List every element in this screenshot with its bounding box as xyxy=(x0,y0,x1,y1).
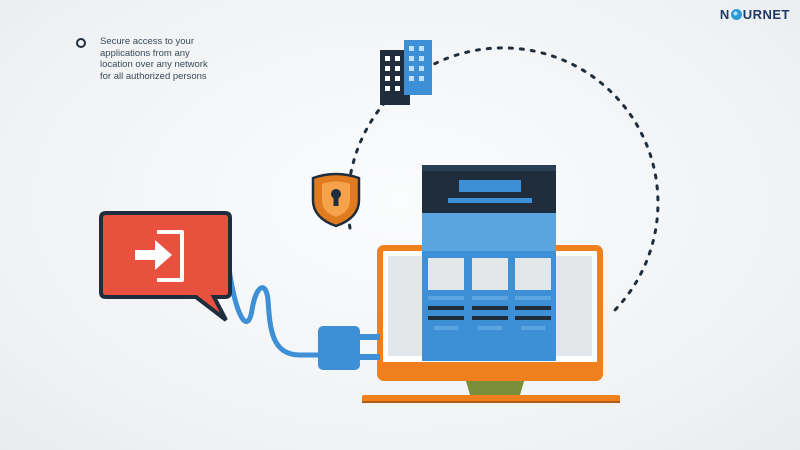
web-page-card xyxy=(422,165,556,361)
logo-suffix: URNET xyxy=(742,7,790,22)
sign-in-icon xyxy=(135,230,184,282)
office-buildings-icon xyxy=(380,40,432,105)
logo-prefix: N xyxy=(719,7,730,22)
keyhole-shield-icon xyxy=(311,172,361,228)
brand-logo: N URNET xyxy=(720,7,790,22)
caption-text: Secure access to your applications from … xyxy=(100,36,208,82)
monitor-stand xyxy=(465,378,525,395)
dotted-orbit xyxy=(346,46,660,317)
bullet-icon xyxy=(76,38,86,48)
cable xyxy=(225,259,321,358)
sign-in-bubble xyxy=(99,211,232,322)
plug-icon xyxy=(318,326,380,370)
globe-icon xyxy=(730,9,742,20)
caption-block: Secure access to your applications from … xyxy=(76,36,226,82)
